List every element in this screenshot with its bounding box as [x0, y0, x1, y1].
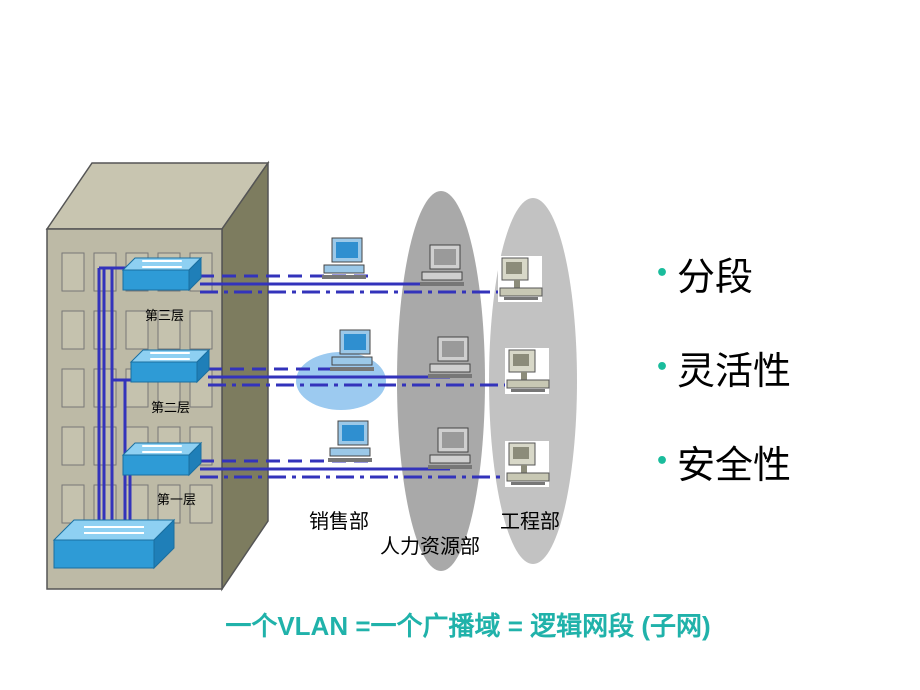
engineering-workstation-icon: [498, 256, 543, 302]
sales-highlight: [296, 352, 386, 410]
pc-base: [421, 271, 463, 281]
pc-screen: [434, 249, 456, 265]
floor2-switch-icon: [129, 348, 211, 384]
ws-stand: [514, 280, 520, 290]
building-window: [61, 484, 85, 524]
hr-pc-icon: [428, 427, 472, 469]
dept-label-hr: 人力资源部: [380, 534, 480, 558]
pc-keyboard: [420, 282, 464, 286]
ws-stand: [521, 465, 527, 475]
switch-front: [122, 454, 190, 476]
building-window: [61, 310, 85, 350]
building-window: [189, 484, 213, 524]
pc-keyboard: [322, 275, 366, 279]
ws-screen: [513, 447, 529, 459]
pc-base: [429, 363, 471, 373]
sales-pc-icon: [322, 237, 366, 279]
bullet-text: 灵活性: [677, 348, 792, 393]
ws-screen: [506, 262, 522, 274]
bullet-dot-icon: •: [655, 448, 670, 474]
bullet-item: • 分段: [655, 250, 791, 299]
switch-front: [130, 361, 198, 383]
floor-label-1: 第一层: [157, 493, 197, 508]
floor3-switch-icon: [121, 256, 203, 292]
floor-label-2: 第二层: [151, 401, 191, 416]
pc-screen: [342, 425, 364, 441]
bullet-list: • 分段 • 灵活性 • 安全性: [655, 250, 791, 532]
floor1-switch-icon: [121, 441, 203, 477]
pc-keyboard: [428, 374, 472, 378]
hr-pc-icon: [428, 336, 472, 378]
switch-top: [121, 442, 203, 456]
switch-top: [52, 519, 176, 541]
pc-screen: [344, 334, 366, 350]
building-window: [125, 310, 149, 350]
building-window: [61, 368, 85, 408]
pc-keyboard: [428, 465, 472, 469]
dept-label-sales: 销售部: [309, 509, 369, 533]
computers: [322, 237, 550, 487]
bullet-dot-icon: •: [655, 260, 670, 286]
building-window: [157, 310, 181, 350]
engineering-workstation-icon: [505, 441, 550, 487]
switch-front: [53, 539, 155, 569]
pc-keyboard: [328, 458, 372, 462]
pc-keyboard: [330, 367, 374, 371]
ws-keyboard: [504, 297, 538, 300]
ws-screen: [513, 354, 529, 366]
ws-base: [506, 472, 550, 482]
bullet-dot-icon: •: [655, 354, 670, 380]
ws-base: [506, 379, 550, 389]
floor-label-3: 第三层: [145, 309, 185, 324]
pc-base: [323, 264, 365, 274]
pc-screen: [442, 432, 464, 448]
building-window: [61, 426, 85, 466]
bullet-item: • 灵活性: [655, 344, 791, 393]
ws-stand: [521, 372, 527, 382]
caption: 一个VLAN =一个广播域 = 逻辑网段 (子网): [225, 611, 711, 641]
building-window: [61, 252, 85, 292]
engineering-workstation-icon: [505, 348, 550, 394]
switch-front: [122, 269, 190, 291]
building-window: [189, 310, 213, 350]
bullet-text: 安全性: [677, 442, 792, 487]
ws-keyboard: [511, 482, 545, 485]
switches: [52, 256, 211, 570]
sales-pc-icon: [328, 420, 372, 462]
sales-pc-icon: [330, 329, 374, 371]
pc-base: [331, 356, 373, 366]
ws-base: [499, 287, 543, 297]
pc-screen: [442, 341, 464, 357]
bullet-item: • 安全性: [655, 438, 791, 487]
pc-base: [429, 454, 471, 464]
dept-label-engineering: 工程部: [500, 509, 560, 533]
switch-top: [129, 349, 211, 363]
core-switch-icon: [52, 518, 176, 570]
pc-base: [329, 447, 371, 457]
bullet-text: 分段: [677, 254, 754, 299]
ws-keyboard: [511, 389, 545, 392]
pc-screen: [336, 242, 358, 258]
hr-pc-icon: [420, 244, 464, 286]
switch-top: [121, 257, 203, 271]
